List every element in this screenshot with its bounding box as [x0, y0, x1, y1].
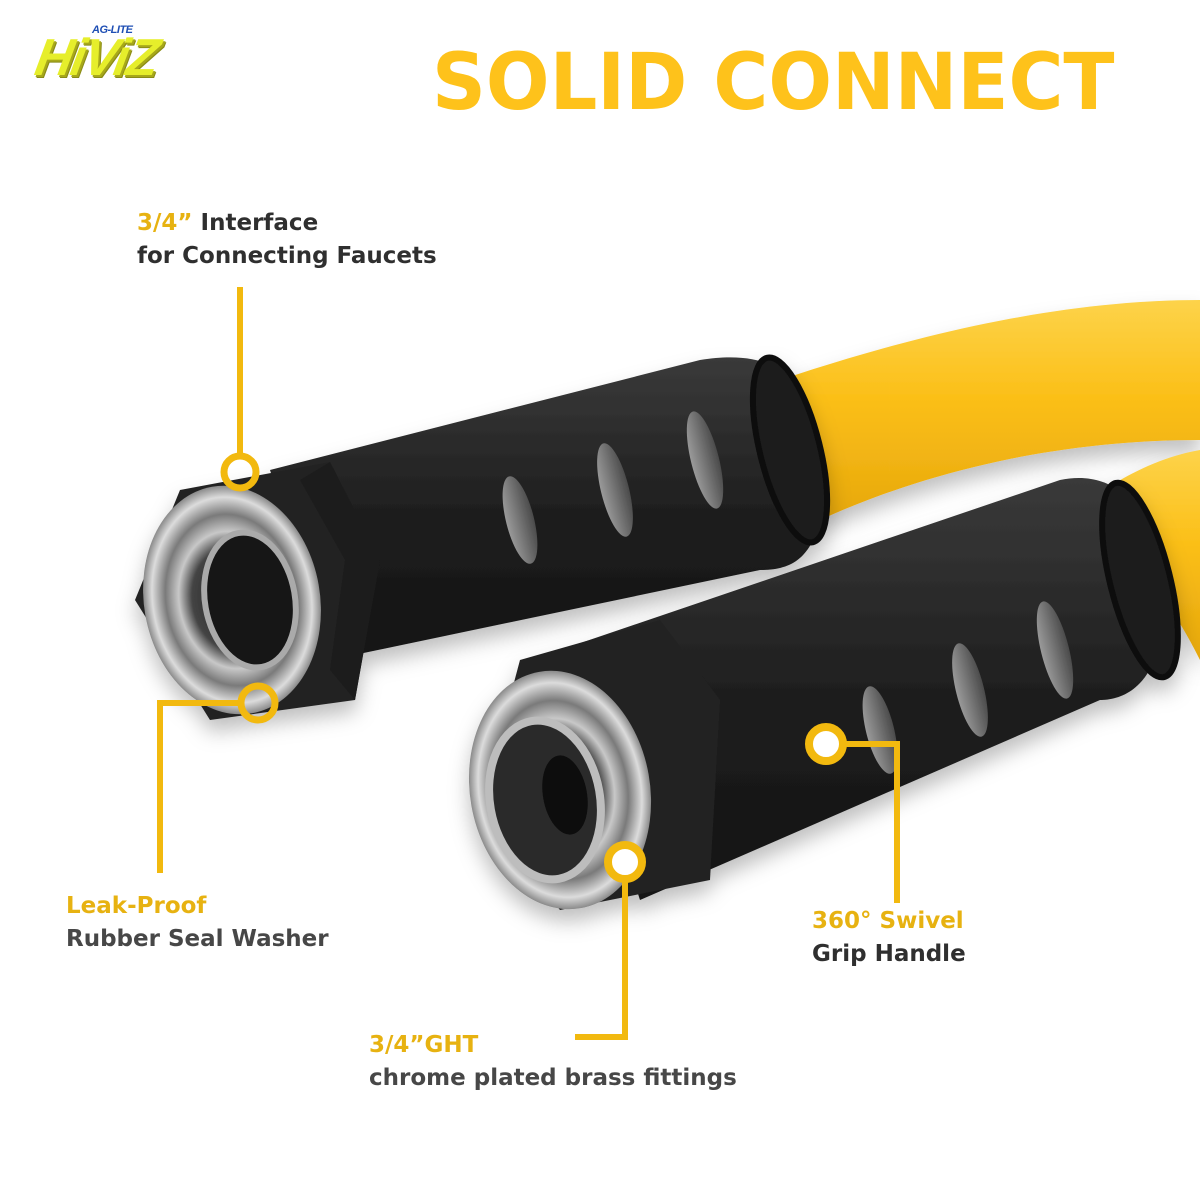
- callout-accent: Leak-Proof: [66, 893, 207, 919]
- callout-markers: [220, 452, 847, 883]
- callout-accent: 360° Swivel: [812, 908, 964, 934]
- callout-accent: 3/4”GHT: [369, 1032, 479, 1058]
- logo-subbrand: AG-LITE: [92, 24, 133, 36]
- callout-subtext: Grip Handle: [812, 941, 966, 967]
- callout-faucet-interface: 3/4” Interface for Connecting Faucets: [137, 207, 437, 273]
- hiviz-logo: AG-LITE HiViZ: [31, 22, 196, 102]
- callout-subtext: for Connecting Faucets: [137, 243, 437, 269]
- logo-wordmark: HiViZ: [30, 29, 163, 87]
- callout-swivel-handle: 360° Swivel Grip Handle: [812, 905, 966, 971]
- callout-seal-washer: Leak-Proof Rubber Seal Washer: [66, 890, 329, 956]
- page-title: SOLID CONNECT: [432, 38, 1115, 128]
- callout-ght-fittings: 3/4”GHT chrome plated brass fittings: [369, 1029, 737, 1095]
- callout-subtext: chrome plated brass fittings: [369, 1065, 737, 1091]
- callout-accent: 3/4”: [137, 210, 193, 236]
- callout-subtext: Rubber Seal Washer: [66, 926, 329, 952]
- callout-text: Interface: [192, 210, 319, 236]
